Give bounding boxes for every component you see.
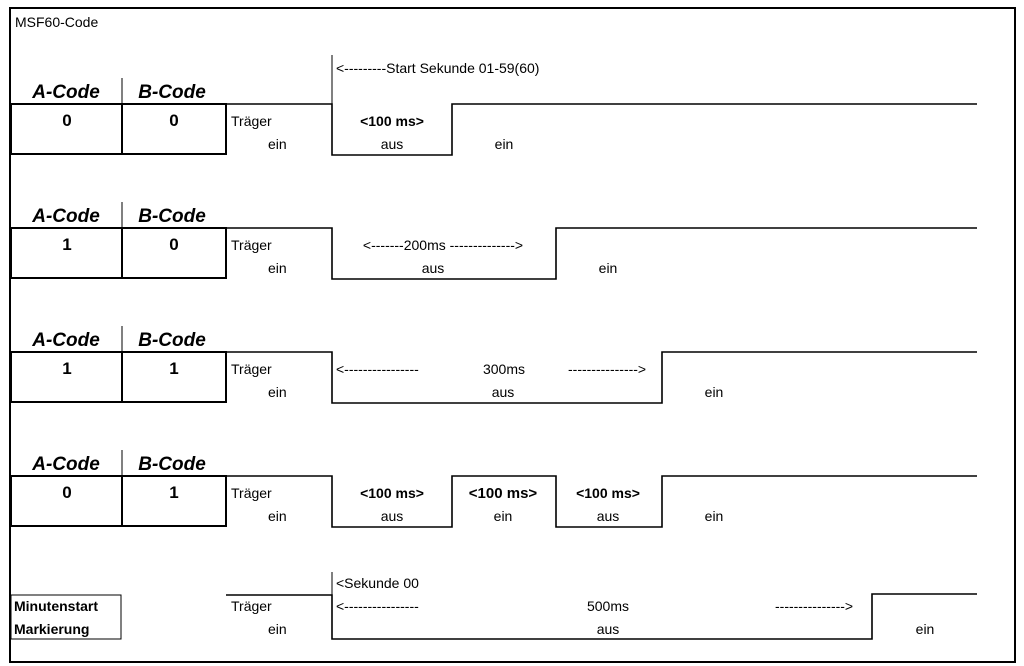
segment-duration-label: <100 ms> xyxy=(360,113,424,129)
carrier-state-label: ein xyxy=(268,260,287,276)
segment-duration-label: <100 ms> xyxy=(576,485,640,501)
row-minute-marker: Minutenstart Markierung Träger ein <Seku… xyxy=(10,572,977,640)
segment-duration-label: 500ms xyxy=(587,598,629,614)
b-code-header: B-Code xyxy=(138,206,206,227)
signal-waveform xyxy=(226,227,977,280)
code-box xyxy=(10,227,227,279)
arrow-right: ---------------> xyxy=(775,598,853,614)
arrow-right: ---------------> xyxy=(568,361,646,377)
minute-marker-line2: Markierung xyxy=(14,621,89,637)
segment-state-label: ein xyxy=(494,508,513,524)
segment-state-label: ein xyxy=(495,136,514,152)
row-a1-b0: A-Code B-Code 1 0 Träger ein <-------200… xyxy=(10,202,977,280)
row-a0-b0: A-Code B-Code 0 0 Träger ein <---------S… xyxy=(10,55,977,156)
row-a0-b1: A-Code B-Code 0 1 Träger ein <100 ms> au… xyxy=(10,450,977,528)
segment-state-label: aus xyxy=(492,384,515,400)
row-a1-b1: A-Code B-Code 1 1 Träger ein <----------… xyxy=(10,326,977,404)
arrow-left: <---------------- xyxy=(336,361,419,377)
segment-state-label: aus xyxy=(381,508,404,524)
segment-state-label: ein xyxy=(916,621,935,637)
segment-state-label: ein xyxy=(599,260,618,276)
carrier-label: Träger xyxy=(231,485,272,501)
segment-state-label: aus xyxy=(422,260,445,276)
b-code-header: B-Code xyxy=(138,330,206,351)
carrier-label: Träger xyxy=(231,598,272,614)
code-box xyxy=(10,103,227,155)
a-code-value: 1 xyxy=(62,235,71,254)
b-code-value: 1 xyxy=(169,359,178,378)
diagram-frame xyxy=(9,7,1016,663)
carrier-state-label: ein xyxy=(268,136,287,152)
a-code-header: A-Code xyxy=(31,330,100,351)
code-box xyxy=(10,475,227,527)
a-code-value: 1 xyxy=(62,359,71,378)
carrier-label: Träger xyxy=(231,113,272,129)
segment-state-label: aus xyxy=(597,621,620,637)
signal-waveform xyxy=(226,103,977,156)
b-code-header: B-Code xyxy=(138,82,206,103)
carrier-label: Träger xyxy=(231,237,272,253)
minute-marker-box xyxy=(10,594,122,640)
segment-state-label: aus xyxy=(381,136,404,152)
segment-duration-label: 300ms xyxy=(483,361,525,377)
carrier-state-label: ein xyxy=(268,508,287,524)
minute-marker-line1: Minutenstart xyxy=(14,598,98,614)
segment-duration-label: <-------200ms --------------> xyxy=(363,237,523,253)
arrow-left: <---------------- xyxy=(336,598,419,614)
segment-state-label: ein xyxy=(705,508,724,524)
carrier-label: Träger xyxy=(231,361,272,377)
b-code-value: 0 xyxy=(169,235,178,254)
signal-waveform xyxy=(226,351,977,404)
b-code-header: B-Code xyxy=(138,454,206,475)
diagram-title: MSF60-Code xyxy=(15,14,98,30)
start-annotation: <---------Start Sekunde 01-59(60) xyxy=(336,60,539,76)
signal-waveform xyxy=(226,475,977,528)
a-code-value: 0 xyxy=(62,111,71,130)
a-code-header: A-Code xyxy=(31,206,100,227)
segment-state-label: ein xyxy=(705,384,724,400)
minute-annotation: <Sekunde 00 xyxy=(336,575,419,591)
segment-state-label: aus xyxy=(597,508,620,524)
a-code-value: 0 xyxy=(62,483,71,502)
a-code-header: A-Code xyxy=(31,454,100,475)
segment-duration-label: <100 ms> xyxy=(360,485,424,501)
carrier-state-label: ein xyxy=(268,384,287,400)
segment-duration-label: <100 ms> xyxy=(469,485,538,502)
b-code-value: 1 xyxy=(169,483,178,502)
signal-waveform xyxy=(226,593,977,640)
a-code-header: A-Code xyxy=(31,82,100,103)
b-code-value: 0 xyxy=(169,111,178,130)
code-box xyxy=(10,351,227,403)
carrier-state-label: ein xyxy=(268,621,287,637)
